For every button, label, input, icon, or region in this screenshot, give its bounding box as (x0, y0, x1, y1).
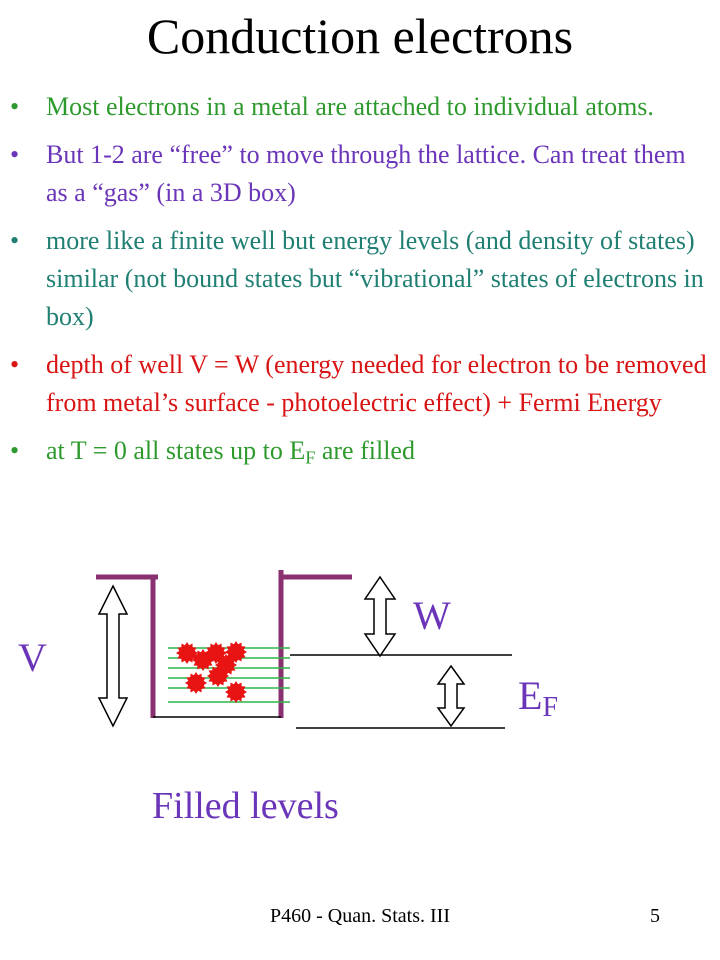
label-filled-levels: Filled levels (152, 785, 339, 827)
label-e-subscript: F (542, 692, 559, 723)
bullet-item-finite-well: • more like a finite well but energy lev… (10, 222, 710, 336)
bullet-text: depth of well V = W (energy needed for e… (46, 350, 707, 417)
electron-icon (225, 681, 247, 703)
bullet-marker: • (10, 140, 20, 169)
bullet-marker: • (10, 92, 20, 121)
footer-page-number: 5 (650, 905, 660, 927)
bullet-list: • Most electrons in a metal are attached… (10, 88, 710, 480)
v-depth-arrow-icon (97, 584, 129, 728)
label-w: W (413, 593, 451, 638)
bullet-text-after: are filled (315, 436, 415, 465)
electron-icon (185, 672, 207, 694)
bullet-text: Most electrons in a metal are attached t… (46, 92, 654, 121)
electrons (176, 641, 247, 703)
bullet-item-zero-temperature: • at T = 0 all states up to EF are fille… (10, 432, 710, 470)
fermi-arrow-icon (436, 664, 466, 728)
w-arrow-icon (363, 575, 397, 658)
bullet-marker: • (10, 226, 20, 255)
electron-icon (176, 642, 198, 664)
bullet-text-before: at T = 0 all states up to E (46, 436, 306, 465)
footer-course: P460 - Quan. Stats. III (270, 905, 450, 927)
bullet-marker: • (10, 350, 20, 379)
label-fermi-energy: EF (518, 673, 558, 722)
well-svg (96, 570, 512, 729)
label-e: E (518, 673, 543, 718)
electron-icon (215, 654, 237, 676)
potential-well-diagram: V W EF Filled levels (0, 560, 720, 905)
bullet-item-free-electrons: • But 1-2 are “free” to move through the… (10, 136, 710, 212)
bullet-item-well-depth: • depth of well V = W (energy needed for… (10, 346, 710, 422)
bullet-text: more like a finite well but energy level… (46, 226, 704, 331)
slide-title: Conduction electrons (146, 8, 574, 64)
bullet-item-attached-atoms: • Most electrons in a metal are attached… (10, 88, 710, 126)
bullet-marker: • (10, 436, 20, 465)
label-v: V (18, 635, 47, 680)
bullet-text: But 1-2 are “free” to move through the l… (46, 140, 686, 207)
bullet-subscript: F (305, 447, 316, 468)
well-walls (96, 570, 352, 718)
